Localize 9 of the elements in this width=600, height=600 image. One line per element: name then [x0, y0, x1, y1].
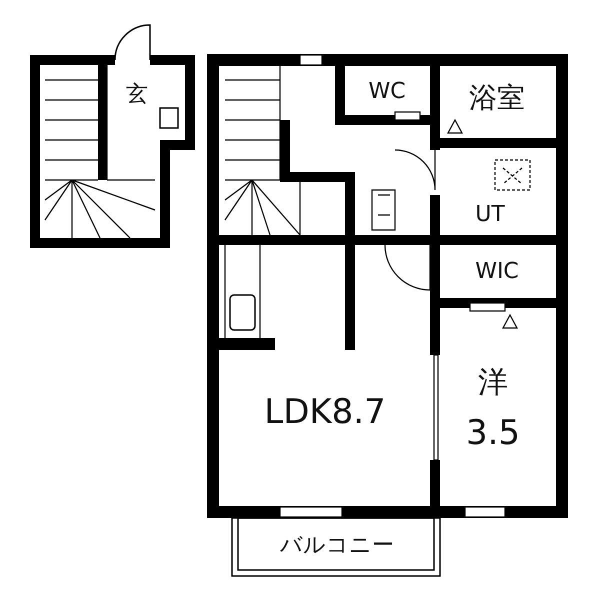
- room-label: WC: [368, 81, 406, 103]
- room-label: WIC: [475, 261, 519, 283]
- room-label: 玄: [126, 84, 148, 106]
- room-label: UT: [475, 204, 505, 226]
- room-label: 洋: [478, 368, 508, 398]
- room-label: LDK8.7: [264, 395, 386, 429]
- room-label: 浴室: [469, 84, 525, 112]
- balcony-label: バルコニー: [280, 535, 394, 557]
- room-area-label: 3.5: [466, 416, 520, 450]
